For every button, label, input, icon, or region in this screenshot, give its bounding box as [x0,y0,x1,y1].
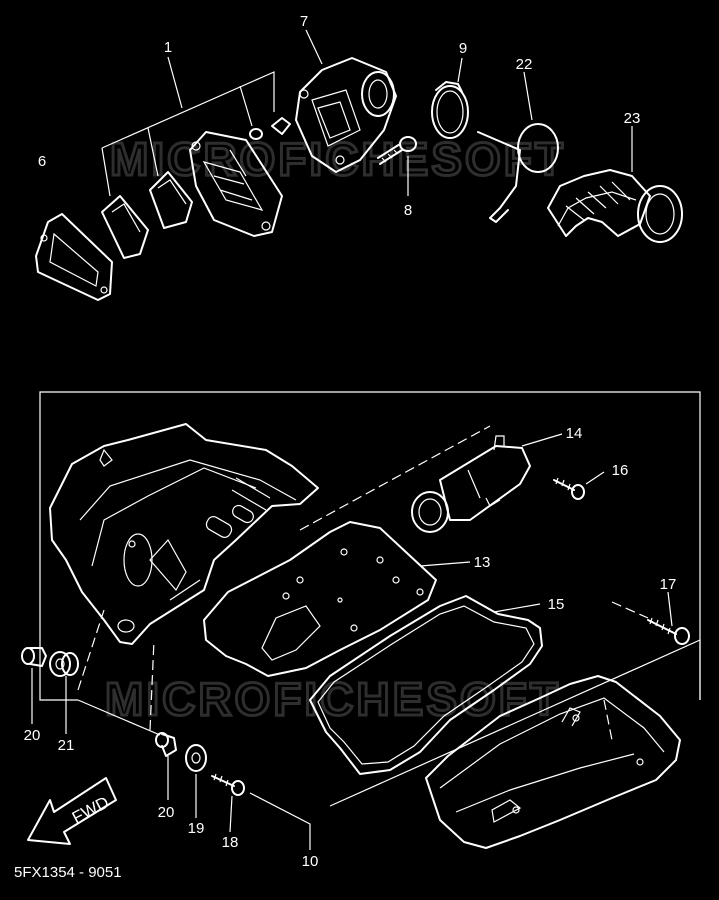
callout-10: 10 [302,853,319,870]
callout-16: 16 [612,462,629,479]
callout-7: 7 [300,13,308,30]
filter-plate-part-13 [203,521,471,677]
callout-13: 13 [474,554,491,571]
callout-18: 18 [222,834,239,851]
hose-clamp-part-9 [431,57,469,139]
callout-14: 14 [566,425,583,442]
air-box-lower-case [425,675,681,849]
fwd-arrow-icon: FWD [27,777,117,845]
watermark-bottom: MICROFICHESOFT [105,673,561,725]
assembly-frame-part-10 [39,391,701,850]
bolt-part-18 [211,773,245,833]
intake-manifold-part-7 [295,29,397,173]
drawing-code: 5FX1354 - 9051 [14,864,122,881]
callout-23: 23 [624,110,641,127]
air-box-upper-case [49,423,319,645]
bolt-part-8 [377,136,417,196]
callout-1: 1 [164,39,172,56]
elbow-hose-part-23 [547,126,683,243]
collar-part-20-lower [155,732,177,800]
reed-valve-petals [101,171,193,259]
callout-20-left: 20 [24,727,41,744]
seal-gasket-part-15 [309,595,543,775]
callout-9: 9 [459,40,467,57]
reed-valve-assembly-part-1 [189,117,291,237]
grommet-pin-part-20-left [21,647,47,724]
screw-part-17 [647,591,690,645]
wire-clip-part-22 [477,71,559,223]
intake-duct-part-14 [411,433,563,533]
gasket-part-6 [35,213,113,301]
callout-8: 8 [404,202,412,219]
callout-6: 6 [38,153,46,170]
screw-part-16 [553,471,605,500]
callout-17: 17 [660,576,677,593]
callout-15: 15 [548,596,565,613]
callout-22: 22 [516,56,533,73]
rubber-grommet-part-21 [49,651,79,734]
callout-19: 19 [188,820,205,837]
part-1-bracket [101,56,275,197]
callout-21: 21 [58,737,75,754]
callout-20-lower: 20 [158,804,175,821]
washer-part-19 [185,744,207,818]
